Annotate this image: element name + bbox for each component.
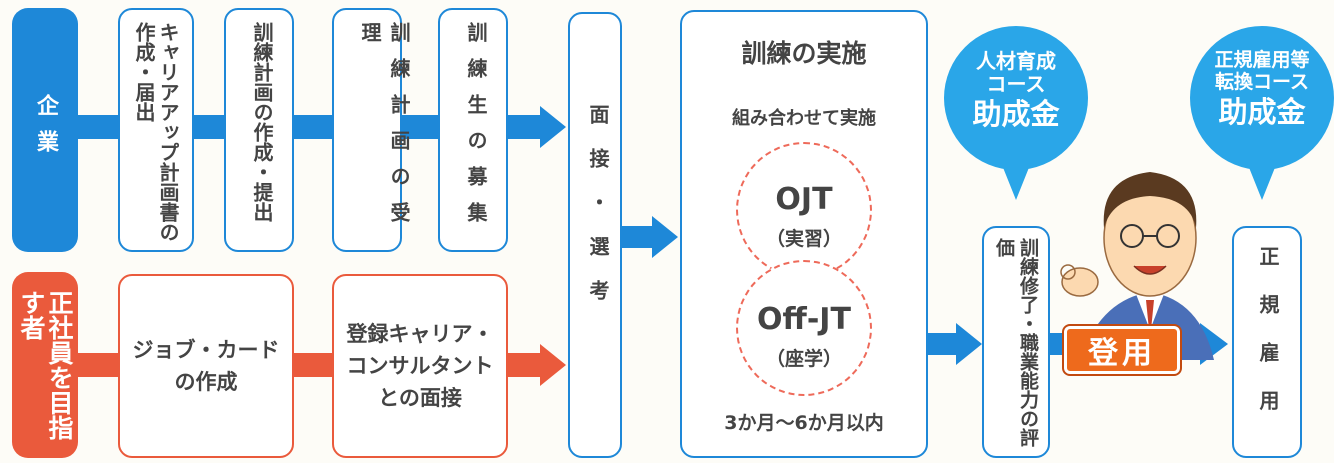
training-duration: 3か月〜6か月以内: [724, 412, 884, 434]
bubble-right-line3: 助成金: [1218, 94, 1306, 129]
offjt-circle: Off-JT （座学）: [736, 260, 872, 396]
ojt-sub: （実習）: [765, 228, 842, 250]
lane-company-label: 企業: [33, 94, 58, 166]
step-training-plan-accept: 訓練計画の受理: [332, 8, 411, 252]
step-trainee-recruit-label: 訓練生の募集: [464, 22, 488, 238]
step-career-up-plan-label: キャリアアップ計画書の作成・届出: [132, 22, 180, 242]
step-training-plan-submit: 訓練計画の作成・提出: [224, 8, 294, 252]
arrow-company-to-selection: [540, 106, 566, 148]
hire-badge-label: 登用: [1088, 336, 1156, 371]
step-evaluation: 訓練修了・職業能力の評価: [982, 226, 1050, 458]
bubble-left: 人材育成 コース 助成金: [944, 50, 1088, 131]
arrow-training-to-evaluation: [956, 323, 982, 365]
ojt-label: OJT: [775, 182, 833, 217]
step-trainee-recruit: 訓練生の募集: [438, 8, 508, 252]
step-training-plan-accept-label: 訓練計画の受理: [358, 22, 411, 238]
lane-candidate-label: 正社員を目指す者: [17, 290, 74, 440]
step-selection: 面接・選考: [568, 12, 622, 458]
training-box: 訓練の実施 組み合わせて実施 OJT （実習） Off-JT （座学） 3か月〜…: [680, 10, 928, 458]
bubble-left-line1: 人材育成: [976, 49, 1056, 73]
step-job-card: ジョブ・カードの作成: [118, 274, 294, 458]
step-job-card-label: ジョブ・カードの作成: [132, 338, 280, 394]
step-career-consultant-label: 登録キャリア・コンサルタントとの面接: [346, 322, 494, 410]
ojt-circle: OJT （実習）: [736, 142, 872, 278]
step-career-up-plan: キャリアアップ計画書の作成・届出: [118, 8, 194, 252]
offjt-label: Off-JT: [757, 302, 851, 337]
step-evaluation-label: 訓練修了・職業能力の評価: [993, 238, 1039, 447]
evaluation-flow-bar: [928, 333, 958, 355]
lane-company: 企業: [12, 8, 78, 252]
bubble-right-line1: 正規雇用等: [1214, 49, 1310, 71]
step-career-consultant: 登録キャリア・コンサルタントとの面接: [332, 274, 508, 458]
step-regular-employment-label: 正規雇用: [1256, 246, 1280, 438]
offjt-sub: （座学）: [765, 348, 842, 370]
bubble-left-line3: 助成金: [972, 97, 1060, 131]
step-regular-employment: 正規雇用: [1232, 226, 1302, 458]
bubble-left-shape: [944, 26, 1088, 170]
bubble-right: 正規雇用等 転換コース 助成金: [1190, 49, 1334, 129]
hire-badge: 登用: [1064, 326, 1180, 374]
bubble-right-line2: 転換コース: [1214, 70, 1310, 93]
training-subtitle: 組み合わせて実施: [732, 108, 876, 129]
bubble-left-line2: コース: [986, 72, 1046, 96]
step-training-plan-submit-label: 訓練計画の作成・提出: [250, 22, 274, 222]
bubble-right-shape: [1190, 26, 1334, 170]
arrow-candidate-to-selection: [540, 344, 566, 386]
step-selection-label: 面接・選考: [586, 104, 610, 324]
lane-candidate: 正社員を目指す者: [12, 272, 78, 458]
training-title: 訓練の実施: [741, 39, 867, 68]
arrow-selection-to-training: [652, 216, 678, 258]
